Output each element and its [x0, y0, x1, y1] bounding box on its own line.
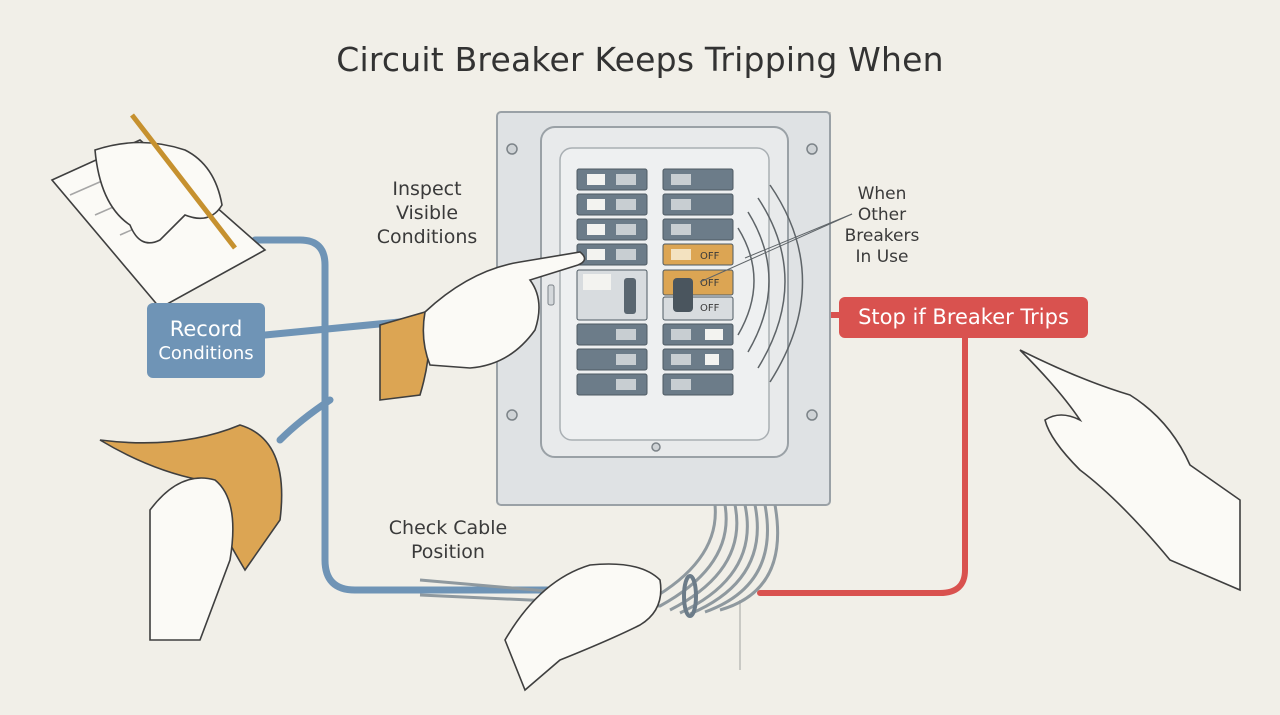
when-label-line: When	[857, 184, 907, 204]
record-label-line: Conditions	[158, 342, 254, 364]
inspect-label-line: Inspect	[392, 178, 462, 200]
when-label-line: Other	[857, 205, 907, 225]
when-other-breakers-label: When Other Breakers In Use	[832, 184, 932, 268]
page-title: Circuit Breaker Keeps Tripping When	[336, 40, 944, 79]
inspect-label: Inspect Visible Conditions	[368, 177, 486, 249]
check-cable-label: Check Cable Position	[378, 516, 518, 564]
writing-hand-illustration	[50, 113, 267, 310]
off-label-2: OFF	[700, 278, 720, 289]
inspect-label-line: Visible	[395, 202, 459, 224]
off-label-1: OFF	[700, 251, 720, 262]
breakers-left-details	[583, 174, 636, 390]
check-cable-label-line: Position	[411, 541, 485, 563]
record-conditions-box: Record Conditions	[147, 303, 265, 378]
check-cable-label-line: Check Cable	[388, 517, 508, 539]
cable-tie	[682, 574, 698, 618]
trip-arcs	[737, 184, 804, 383]
off-labels: OFF OFF OFF	[700, 251, 720, 314]
when-label-line: Breakers	[844, 226, 920, 246]
off-label-3: OFF	[700, 303, 720, 314]
inspect-label-line: Conditions	[376, 226, 478, 248]
record-label-line: Record	[169, 316, 243, 341]
leader-lines	[699, 213, 853, 283]
right-hand-illustration	[1019, 349, 1241, 592]
cable-hand-illustration	[504, 563, 662, 692]
pointing-hand-illustration	[379, 251, 586, 401]
breakers-right-details	[671, 174, 723, 390]
stop-if-breaker-trips-box: Stop if Breaker Trips	[839, 297, 1088, 338]
when-label-line: In Use	[855, 247, 909, 267]
cloth-hand-illustration	[99, 424, 283, 641]
